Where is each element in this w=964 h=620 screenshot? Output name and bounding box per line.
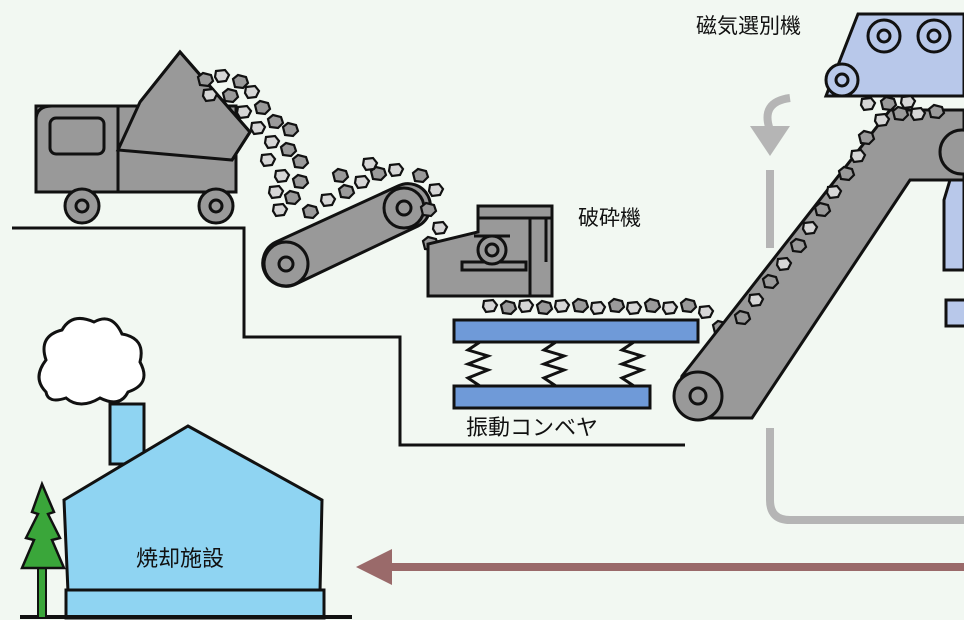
conveyor-belt-icon — [261, 182, 432, 288]
curved-arrow-down-icon — [750, 94, 791, 156]
crusher-label: 破砕機 — [578, 206, 641, 230]
vibrating-conveyor-label: 振動コンベヤ — [466, 416, 598, 441]
smoke-icon — [37, 316, 146, 406]
incinerator-label: 焼却施設 — [136, 547, 224, 572]
crusher-icon — [426, 204, 554, 298]
metal-pieces — [859, 94, 917, 112]
truck-wheel-front — [63, 187, 101, 225]
arrow-left-icon — [356, 549, 964, 585]
magnetic-separator-label: 磁気選別機 — [696, 14, 801, 38]
tree-icon — [20, 480, 66, 619]
flow-line — [766, 170, 964, 524]
magnetic-separator-icon — [823, 12, 964, 98]
incinerator-building-icon — [20, 402, 352, 620]
truck-wheel-rear — [197, 187, 235, 225]
inclined-conveyor-icon — [672, 108, 964, 422]
vibrating-conveyor-icon — [452, 318, 700, 410]
terrain-line — [12, 226, 685, 447]
collection-bin — [942, 178, 964, 328]
